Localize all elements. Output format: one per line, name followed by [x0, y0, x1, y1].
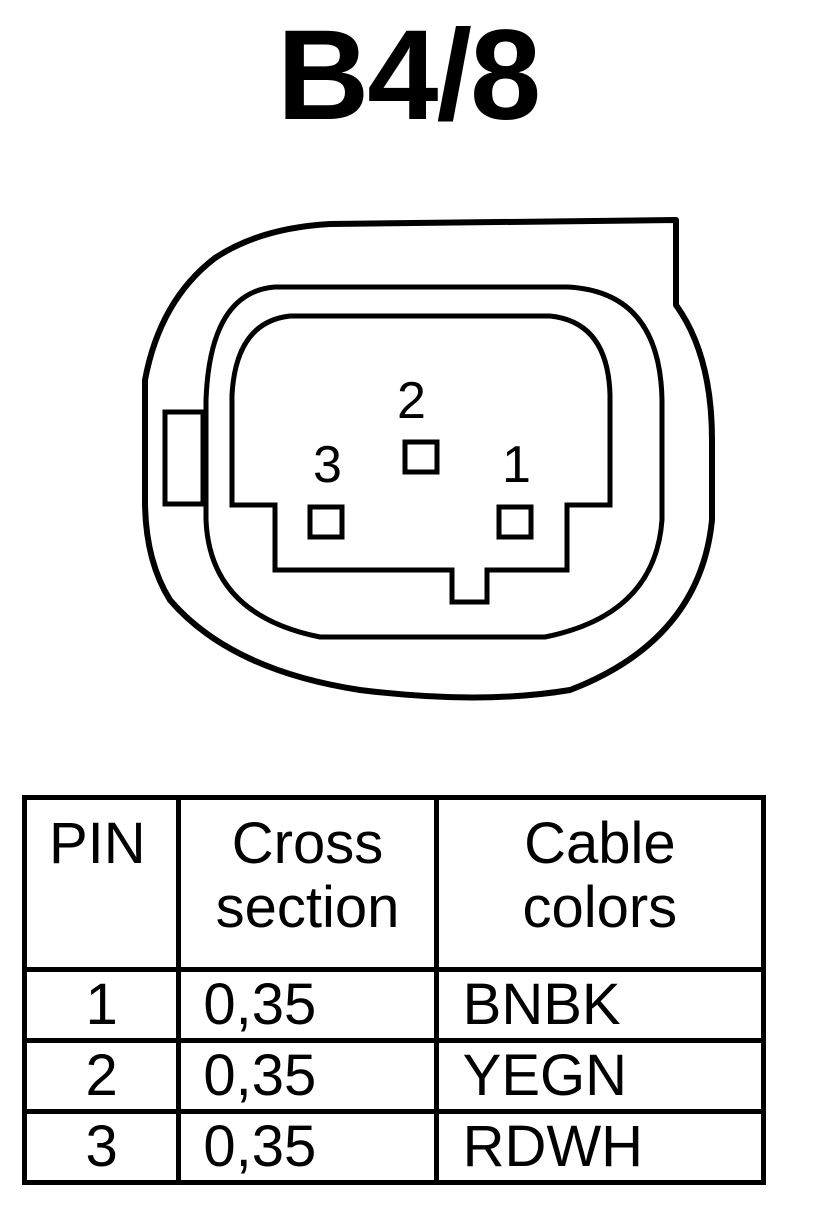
- header-pin: PIN: [21, 795, 182, 972]
- header-cross-section-line2: section: [215, 875, 400, 940]
- header-cable-colors-line1: Cable: [524, 811, 676, 876]
- pin-1-contact: [496, 504, 534, 540]
- table-row: 1 0,35 BNBK: [21, 967, 767, 1043]
- pin-cell: 2: [21, 1038, 182, 1114]
- pin-1-label: 1: [502, 436, 531, 494]
- cross-section-cell: 0,35: [176, 1038, 439, 1114]
- cross-section-cell: 0,35: [176, 967, 439, 1043]
- pin-3-label: 3: [313, 436, 342, 494]
- cable-color-cell: YEGN: [433, 1038, 767, 1114]
- seal-ring-outline: [203, 284, 665, 640]
- page-title: B4/8: [276, 4, 541, 147]
- table-row: 3 0,35 RDWH: [21, 1109, 767, 1185]
- header-cross-section: Cross section: [176, 795, 439, 972]
- pin-2-contact: [402, 439, 440, 475]
- header-cable-colors-line2: colors: [522, 875, 678, 940]
- header-pin-text: PIN: [49, 811, 146, 876]
- pin-assignment-table: PIN Cross section Cable colors 1 0,35 BN…: [21, 795, 767, 1185]
- connector-housing-outline: [142, 217, 715, 701]
- cable-color-cell: RDWH: [433, 1109, 767, 1185]
- pin-cell: 1: [21, 967, 182, 1043]
- header-cable-colors: Cable colors: [433, 795, 767, 972]
- header-cross-section-line1: Cross: [231, 811, 384, 876]
- connector-face-diagram: 1 2 3: [142, 217, 715, 701]
- table-row: 2 0,35 YEGN: [21, 1038, 767, 1114]
- pin-2-label: 2: [397, 372, 426, 430]
- locking-tab: [162, 409, 206, 507]
- cable-color-cell: BNBK: [433, 967, 767, 1043]
- pin-3-contact: [307, 504, 345, 540]
- table-header-row: PIN Cross section Cable colors: [21, 795, 767, 972]
- pin-cavity-outline: [229, 313, 613, 605]
- cross-section-cell: 0,35: [176, 1109, 439, 1185]
- pin-cell: 3: [21, 1109, 182, 1185]
